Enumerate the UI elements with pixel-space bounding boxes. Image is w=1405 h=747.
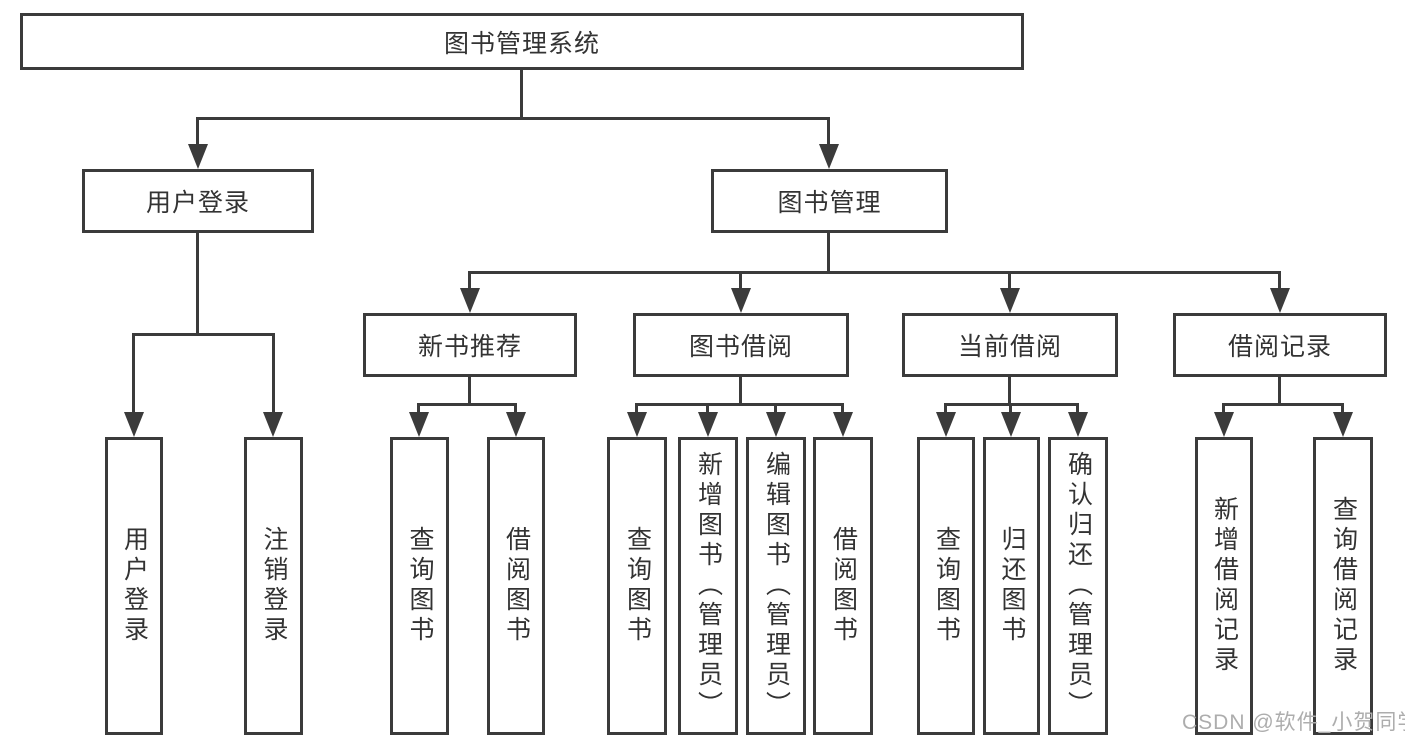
- connector-line: [468, 271, 471, 288]
- connector-line: [946, 403, 1078, 406]
- connector-line: [134, 333, 274, 336]
- node-book-borrow: 图书借阅: [633, 313, 849, 377]
- connector-line: [774, 403, 777, 413]
- leaf-add-book-admin: 新增图书（管理员）: [678, 437, 738, 735]
- leaf-return-book-label: 归还图书: [998, 526, 1026, 646]
- arrow-down-icon: [819, 144, 839, 169]
- arrow-down-icon: [1001, 412, 1021, 437]
- connector-line: [827, 233, 830, 273]
- connector-line: [1008, 271, 1011, 288]
- leaf-add-book-admin-label: 新增图书（管理员）: [694, 451, 723, 721]
- node-user-login-label: 用户登录: [145, 189, 250, 217]
- leaf-current-query-books-label: 查询图书: [932, 526, 961, 646]
- connector-line: [417, 403, 420, 413]
- connector-line: [1278, 377, 1281, 405]
- leaf-logout: 注销登录: [244, 437, 303, 735]
- leaf-edit-book-admin-label: 编辑图书（管理员）: [762, 451, 791, 721]
- connector-line: [468, 377, 471, 405]
- leaf-borrow-query-books-label: 查询图书: [623, 526, 652, 646]
- leaf-return-book: 归还图书: [983, 437, 1040, 735]
- arrow-down-icon: [506, 412, 526, 437]
- leaf-query-borrow-record: 查询借阅记录: [1313, 437, 1373, 735]
- node-borrow-records-label: 借阅记录: [1227, 333, 1332, 361]
- connector-line: [739, 377, 742, 405]
- connector-line: [198, 117, 829, 120]
- arrow-down-icon: [698, 412, 718, 437]
- node-book-management-label: 图书管理: [777, 189, 882, 217]
- connector-line: [196, 117, 199, 145]
- connector-line: [1008, 377, 1011, 405]
- connector-line: [1224, 403, 1343, 406]
- connector-line: [470, 271, 1280, 274]
- arrow-down-icon: [124, 412, 144, 437]
- node-current-borrow: 当前借阅: [902, 313, 1118, 377]
- connector-line: [132, 333, 135, 412]
- node-borrow-records: 借阅记录: [1173, 313, 1387, 377]
- connector-line: [1076, 403, 1079, 413]
- leaf-borrow-book: 借阅图书: [813, 437, 873, 735]
- connector-line: [520, 70, 523, 118]
- connector-line: [706, 403, 709, 413]
- connector-line: [514, 403, 517, 413]
- connector-line: [1341, 403, 1344, 413]
- node-user-login: 用户登录: [82, 169, 314, 233]
- connector-line: [635, 403, 638, 413]
- csdn-watermark: CSDN @软件_小贺同学: [1182, 711, 1405, 734]
- connector-line: [1009, 403, 1012, 413]
- leaf-logout-label: 注销登录: [260, 526, 288, 646]
- leaf-recommend-borrow-book-label: 借阅图书: [502, 526, 531, 646]
- leaf-recommend-query-books: 查询图书: [390, 437, 449, 735]
- leaf-user-login-label: 用户登录: [120, 526, 149, 646]
- arrow-down-icon: [1270, 288, 1290, 313]
- arrow-down-icon: [1214, 412, 1234, 437]
- leaf-user-login: 用户登录: [105, 437, 163, 735]
- node-library-system: 图书管理系统: [20, 13, 1024, 70]
- node-new-book-recommend-label: 新书推荐: [417, 333, 522, 361]
- leaf-add-borrow-record: 新增借阅记录: [1195, 437, 1253, 735]
- leaf-edit-book-admin: 编辑图书（管理员）: [746, 437, 806, 735]
- connector-line: [1278, 271, 1281, 288]
- arrow-down-icon: [1000, 288, 1020, 313]
- arrow-down-icon: [766, 412, 786, 437]
- leaf-recommend-borrow-book: 借阅图书: [487, 437, 545, 735]
- leaf-current-query-books: 查询图书: [917, 437, 975, 735]
- leaf-recommend-query-books-label: 查询图书: [406, 526, 434, 646]
- connector-line: [827, 117, 830, 145]
- node-library-system-label: 图书管理系统: [443, 29, 600, 58]
- leaf-query-borrow-record-label: 查询借阅记录: [1329, 496, 1358, 676]
- connector-line: [272, 333, 275, 412]
- connector-line: [196, 233, 199, 335]
- node-book-borrow-label: 图书借阅: [688, 333, 793, 361]
- leaf-confirm-return-admin-label: 确认归还（管理员）: [1064, 451, 1093, 721]
- arrow-down-icon: [833, 412, 853, 437]
- leaf-confirm-return-admin: 确认归还（管理员）: [1048, 437, 1108, 735]
- connector-line: [944, 403, 947, 413]
- leaf-borrow-book-label: 借阅图书: [829, 526, 858, 646]
- arrow-down-icon: [936, 412, 956, 437]
- arrow-down-icon: [263, 412, 283, 437]
- connector-line: [841, 403, 844, 413]
- leaf-add-borrow-record-label: 新增借阅记录: [1210, 496, 1239, 676]
- connector-line: [637, 403, 843, 406]
- arrow-down-icon: [627, 412, 647, 437]
- arrow-down-icon: [188, 144, 208, 169]
- node-book-management: 图书管理: [711, 169, 948, 233]
- arrow-down-icon: [731, 288, 751, 313]
- node-current-borrow-label: 当前借阅: [957, 333, 1062, 361]
- leaf-borrow-query-books: 查询图书: [607, 437, 667, 735]
- arrow-down-icon: [460, 288, 480, 313]
- arrow-down-icon: [1333, 412, 1353, 437]
- arrow-down-icon: [1068, 412, 1088, 437]
- arrow-down-icon: [409, 412, 429, 437]
- node-new-book-recommend: 新书推荐: [363, 313, 577, 377]
- connector-line: [739, 271, 742, 288]
- connector-line: [419, 403, 516, 406]
- connector-line: [1222, 403, 1225, 413]
